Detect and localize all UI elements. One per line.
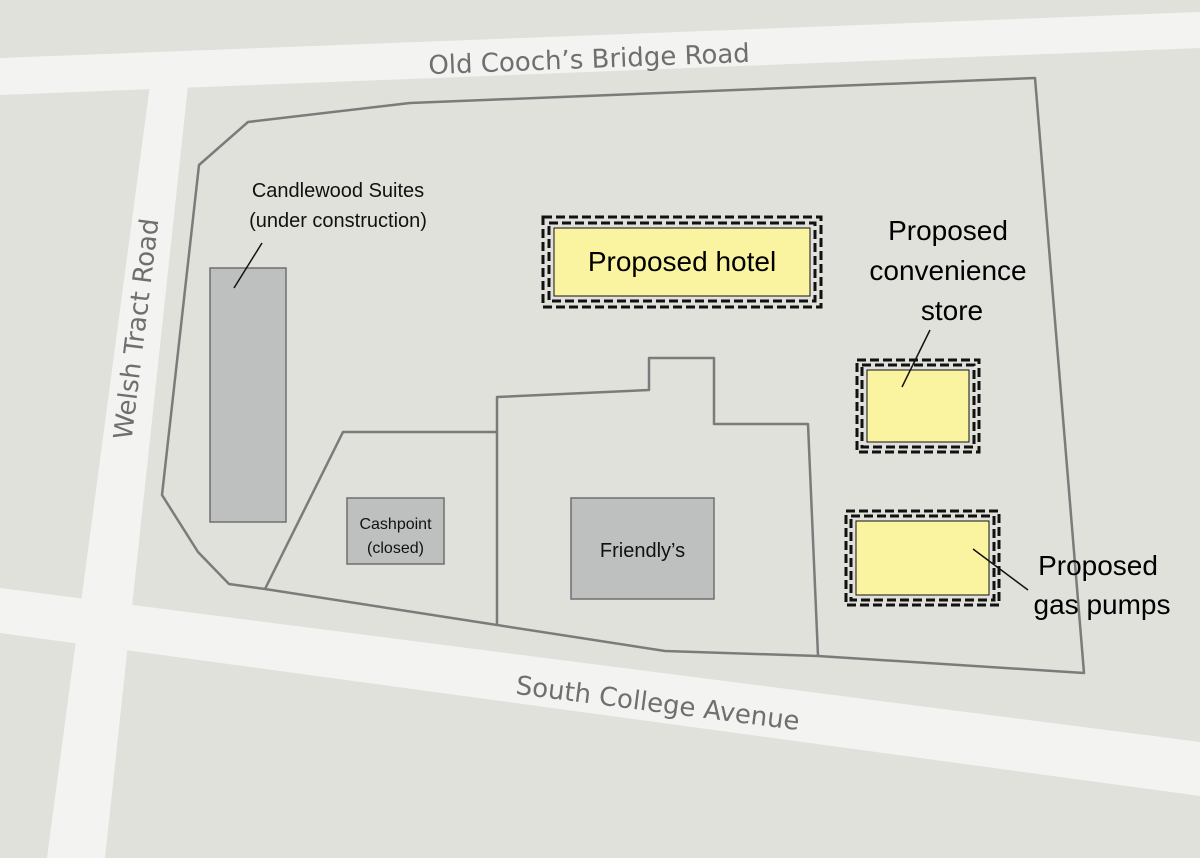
- proposed-convenience-store: [855, 358, 981, 454]
- road-south-college-avenue: [0, 588, 1200, 796]
- pumps-label-line2: gas pumps: [1034, 589, 1171, 620]
- proposed-gas-pumps: [844, 509, 1001, 607]
- pumps-label-line1: Proposed: [1038, 550, 1158, 581]
- store-label-line2: convenience: [869, 255, 1026, 286]
- candlewood-label-line2: (under construction): [249, 210, 427, 232]
- pumps-leader-line: [972, 548, 1029, 591]
- parcel-line-friendlys: [495, 356, 820, 657]
- friendlys-building: [570, 497, 715, 600]
- friendlys-label: Friendly’s: [600, 540, 685, 562]
- store-label-line1: Proposed: [888, 215, 1008, 246]
- store-leader-line: [901, 329, 931, 388]
- road-old-coochs-bridge: [0, 12, 1200, 95]
- cashpoint-label-line2: (closed): [367, 540, 424, 557]
- road-welsh-tract: [47, 85, 188, 858]
- proposed-hotel: Proposed hotel: [541, 215, 823, 309]
- store-label-line3: store: [921, 295, 983, 326]
- parcel-boundary: [160, 76, 1086, 675]
- cashpoint-building: [346, 497, 445, 565]
- proposed-hotel-label: Proposed hotel: [588, 246, 776, 277]
- candlewood-leader-line: [233, 242, 263, 289]
- candlewood-label-line1: Candlewood Suites: [252, 180, 424, 202]
- parcel-line-cashpoint: [263, 430, 497, 590]
- candlewood-building: [209, 267, 287, 523]
- cashpoint-label-line1: Cashpoint: [359, 516, 432, 533]
